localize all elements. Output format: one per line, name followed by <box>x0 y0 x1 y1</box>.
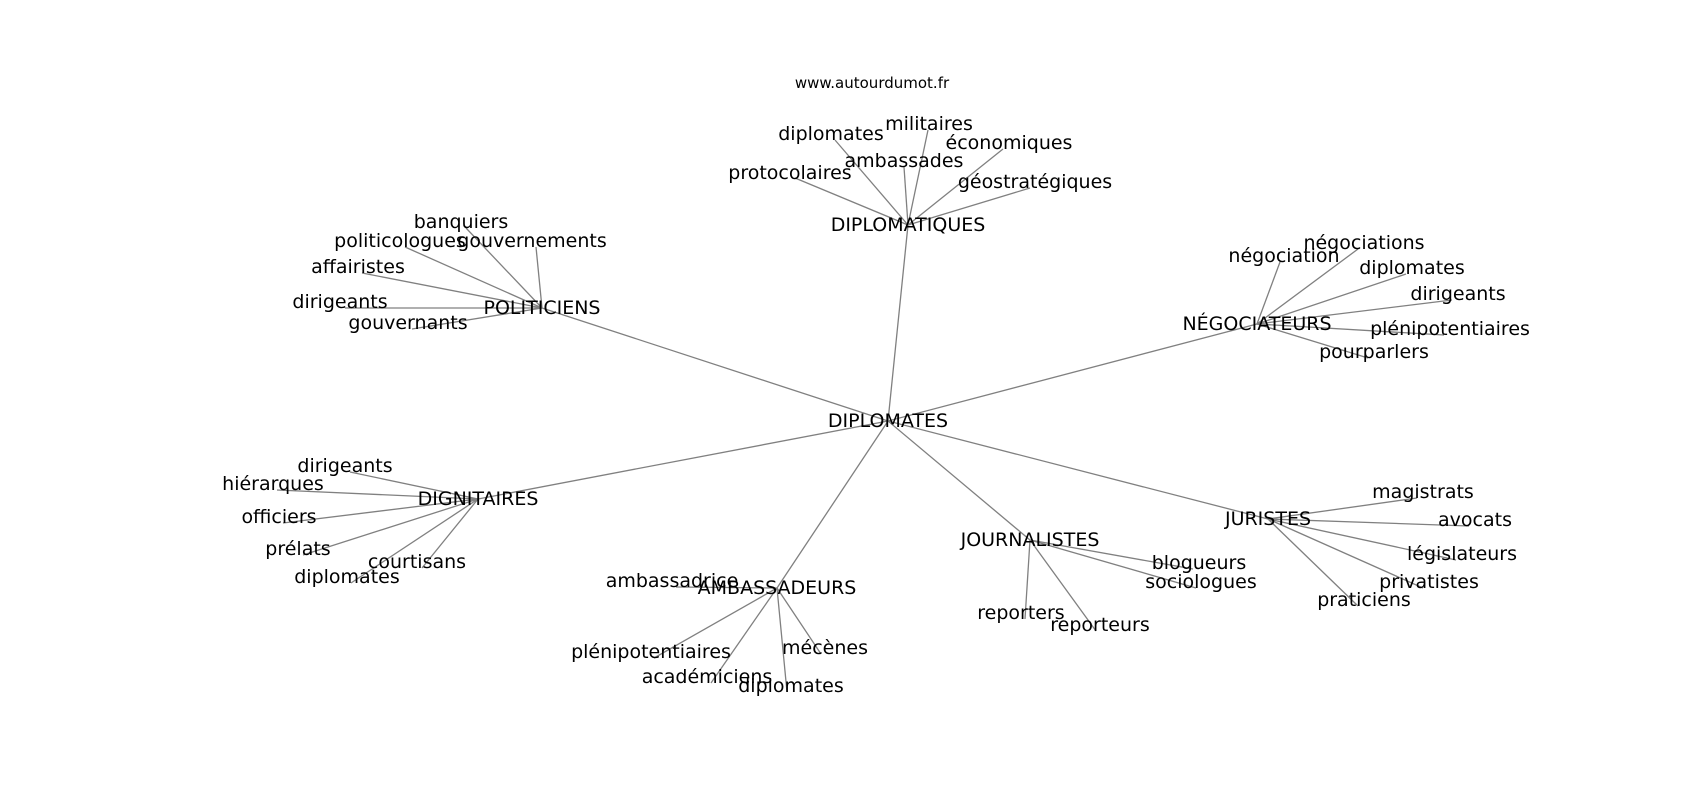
group-to-leaf-edge <box>1267 518 1359 607</box>
group-to-leaf-edge <box>1256 323 1369 359</box>
leaf-node-label: pourparlers <box>1319 341 1429 363</box>
leaf-node-label: blogueurs <box>1152 552 1247 574</box>
leaf-node-label: diplomates <box>738 675 844 697</box>
group-to-leaf-edge <box>907 148 1004 226</box>
leaf-node-label: privatistes <box>1379 571 1479 593</box>
group-to-leaf-edge <box>465 227 543 309</box>
leaf-node-label: courtisans <box>368 551 466 573</box>
group-node-label: DIPLOMATIQUES <box>831 214 986 236</box>
leaf-node-label: économiques <box>946 132 1073 154</box>
group-to-leaf-edge <box>361 272 543 309</box>
leaf-node-label: diplomates <box>1359 257 1465 279</box>
group-to-leaf-edge <box>1029 539 1194 570</box>
leaf-node-label: militaires <box>885 113 973 135</box>
root-to-group-edge <box>776 420 889 589</box>
leaf-node-label: affairistes <box>311 256 405 278</box>
root-to-group-edge <box>887 224 909 422</box>
group-to-leaf-edge <box>1256 323 1445 336</box>
leaf-node-label: ambassades <box>845 150 964 172</box>
leaf-node-label: dirigeants <box>297 455 392 477</box>
group-to-leaf-edge <box>282 498 479 524</box>
leaf-node-label: diplomates <box>294 566 400 588</box>
group-to-leaf-edge <box>350 498 479 584</box>
leaf-node-label: ambassadrice <box>606 570 739 592</box>
group-to-leaf-edge <box>404 246 543 309</box>
group-to-leaf-edge <box>1267 518 1457 561</box>
group-to-leaf-edge <box>653 587 778 659</box>
group-node-label: AMBASSADEURS <box>698 577 857 599</box>
leaf-node-label: négociation <box>1228 245 1339 267</box>
group-node-label: POLITICIENS <box>484 297 601 319</box>
watermark-text: www.autourdumot.fr <box>795 74 950 92</box>
group-to-leaf-edge <box>1029 539 1097 632</box>
root-to-group-edge <box>887 420 1031 541</box>
group-to-leaf-edge <box>1024 539 1031 620</box>
leaf-node-label: académiciens <box>642 666 773 688</box>
leaf-node-label: géostratégiques <box>958 171 1112 193</box>
root-to-group-edge <box>887 420 1269 520</box>
group-to-leaf-edge <box>1256 248 1359 325</box>
root-to-group-edge <box>541 307 889 422</box>
leaf-node-label: avocats <box>1438 509 1512 531</box>
group-to-leaf-edge <box>421 498 479 569</box>
leaf-node-label: prélats <box>265 538 330 560</box>
group-to-leaf-edge <box>1256 261 1281 325</box>
leaf-node-label: banquiers <box>414 211 509 233</box>
leaf-node-label: reporteurs <box>1050 614 1149 636</box>
group-to-leaf-edge <box>907 187 1031 226</box>
group-to-leaf-edge <box>834 139 909 226</box>
leaf-node-label: magistrats <box>1372 481 1474 503</box>
group-to-leaf-edge <box>1256 273 1407 325</box>
group-node-label: DIGNITAIRES <box>418 488 539 510</box>
leaf-node-label: officiers <box>241 506 316 528</box>
group-node-label: NÉGOCIATEURS <box>1182 312 1331 335</box>
group-to-leaf-edge <box>1267 518 1470 527</box>
group-node-label: JURISTES <box>1224 508 1311 530</box>
leaf-node-label: protocolaires <box>728 162 851 184</box>
leaf-node-label: dirigeants <box>1410 283 1505 305</box>
group-to-leaf-edge <box>349 471 479 500</box>
group-to-leaf-edge <box>1267 497 1418 520</box>
group-to-leaf-edge <box>1029 539 1197 589</box>
group-node-label: JOURNALISTES <box>960 529 1100 551</box>
leaf-node-label: plénipotentiaires <box>1370 318 1530 340</box>
group-to-leaf-edge <box>302 498 479 556</box>
group-to-leaf-edge <box>907 129 929 226</box>
root-node-label: DIPLOMATES <box>828 410 948 432</box>
leaf-node-label: gouvernements <box>457 230 606 252</box>
leaf-node-label: législateurs <box>1407 543 1517 565</box>
root-to-group-edge <box>887 323 1258 422</box>
group-to-leaf-edge <box>276 489 479 500</box>
leaf-node-label: praticiens <box>1317 589 1411 611</box>
leaf-node-label: plénipotentiaires <box>571 641 731 663</box>
leaf-node-label: politicologues <box>334 230 466 252</box>
leaf-node-label: négociations <box>1303 232 1424 254</box>
group-to-leaf-edge <box>1256 299 1453 325</box>
leaf-node-label: gouvernants <box>348 312 467 334</box>
group-to-leaf-edge <box>903 166 909 226</box>
group-to-leaf-edge <box>535 246 543 309</box>
group-to-leaf-edge <box>776 587 822 655</box>
leaf-node-label: hiérarques <box>222 473 324 495</box>
leaf-node-label: sociologues <box>1145 571 1256 593</box>
group-to-leaf-edge <box>710 587 778 684</box>
root-to-group-edge <box>477 420 889 500</box>
leaf-node-label: dirigeants <box>292 291 387 313</box>
graph-edges <box>276 129 1470 693</box>
group-to-leaf-edge <box>776 587 788 693</box>
leaf-node-label: diplomates <box>778 123 884 145</box>
group-to-leaf-edge <box>794 177 909 226</box>
group-to-leaf-edge <box>675 586 778 589</box>
leaf-node-label: mécènes <box>782 637 868 659</box>
group-to-leaf-edge <box>411 307 543 330</box>
group-to-leaf-edge <box>1267 518 1424 589</box>
leaf-node-label: reporters <box>977 602 1064 624</box>
